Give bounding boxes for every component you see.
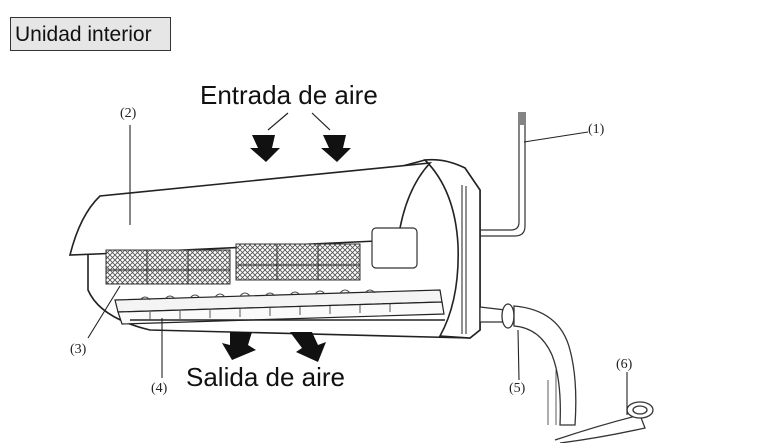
- section-title: Unidad interior: [10, 17, 171, 51]
- callout-1: (1): [588, 122, 605, 137]
- air-filters: [105, 243, 361, 285]
- inlet-arrow-left: [250, 135, 280, 162]
- callout-4: (4): [151, 381, 168, 396]
- inlet-arrow-right: [321, 135, 351, 162]
- outlet-arrow-right: [290, 332, 326, 362]
- air-inlet-label: Entrada de aire: [200, 80, 378, 110]
- air-outlet-label: Salida de aire: [186, 362, 345, 392]
- air-outlet-arrows: [222, 332, 326, 362]
- drain-hose: [479, 303, 577, 426]
- leader-lines: [87, 125, 628, 415]
- front-panel: [68, 161, 433, 269]
- air-inlet-arrows: [250, 112, 351, 162]
- callout-6: (6): [616, 357, 633, 372]
- refrigerant-pipe: [480, 112, 526, 237]
- outlet-arrow-left: [222, 332, 256, 360]
- callout-5: (5): [509, 381, 526, 396]
- callout-3: (3): [70, 342, 87, 357]
- louvers: [114, 289, 445, 325]
- callout-2: (2): [120, 106, 137, 121]
